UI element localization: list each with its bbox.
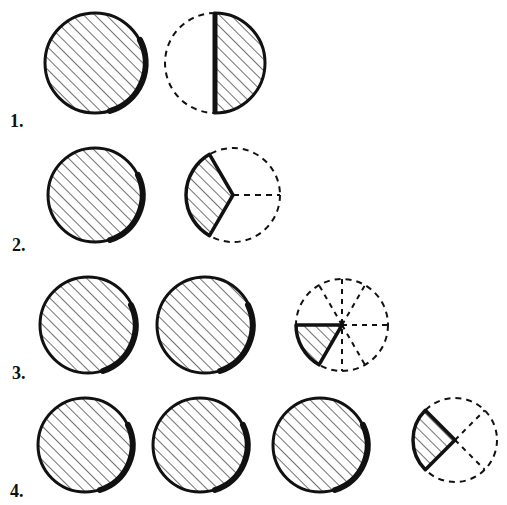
row-number: 1. <box>10 112 24 130</box>
row-number: 2. <box>12 236 26 254</box>
fraction-third <box>186 148 280 242</box>
fraction-sixth <box>296 279 388 371</box>
row-number: 4. <box>10 482 24 500</box>
fraction-quarter <box>413 398 497 482</box>
whole-circles <box>38 13 367 492</box>
fraction-half <box>165 13 265 113</box>
row-number: 3. <box>12 364 26 382</box>
